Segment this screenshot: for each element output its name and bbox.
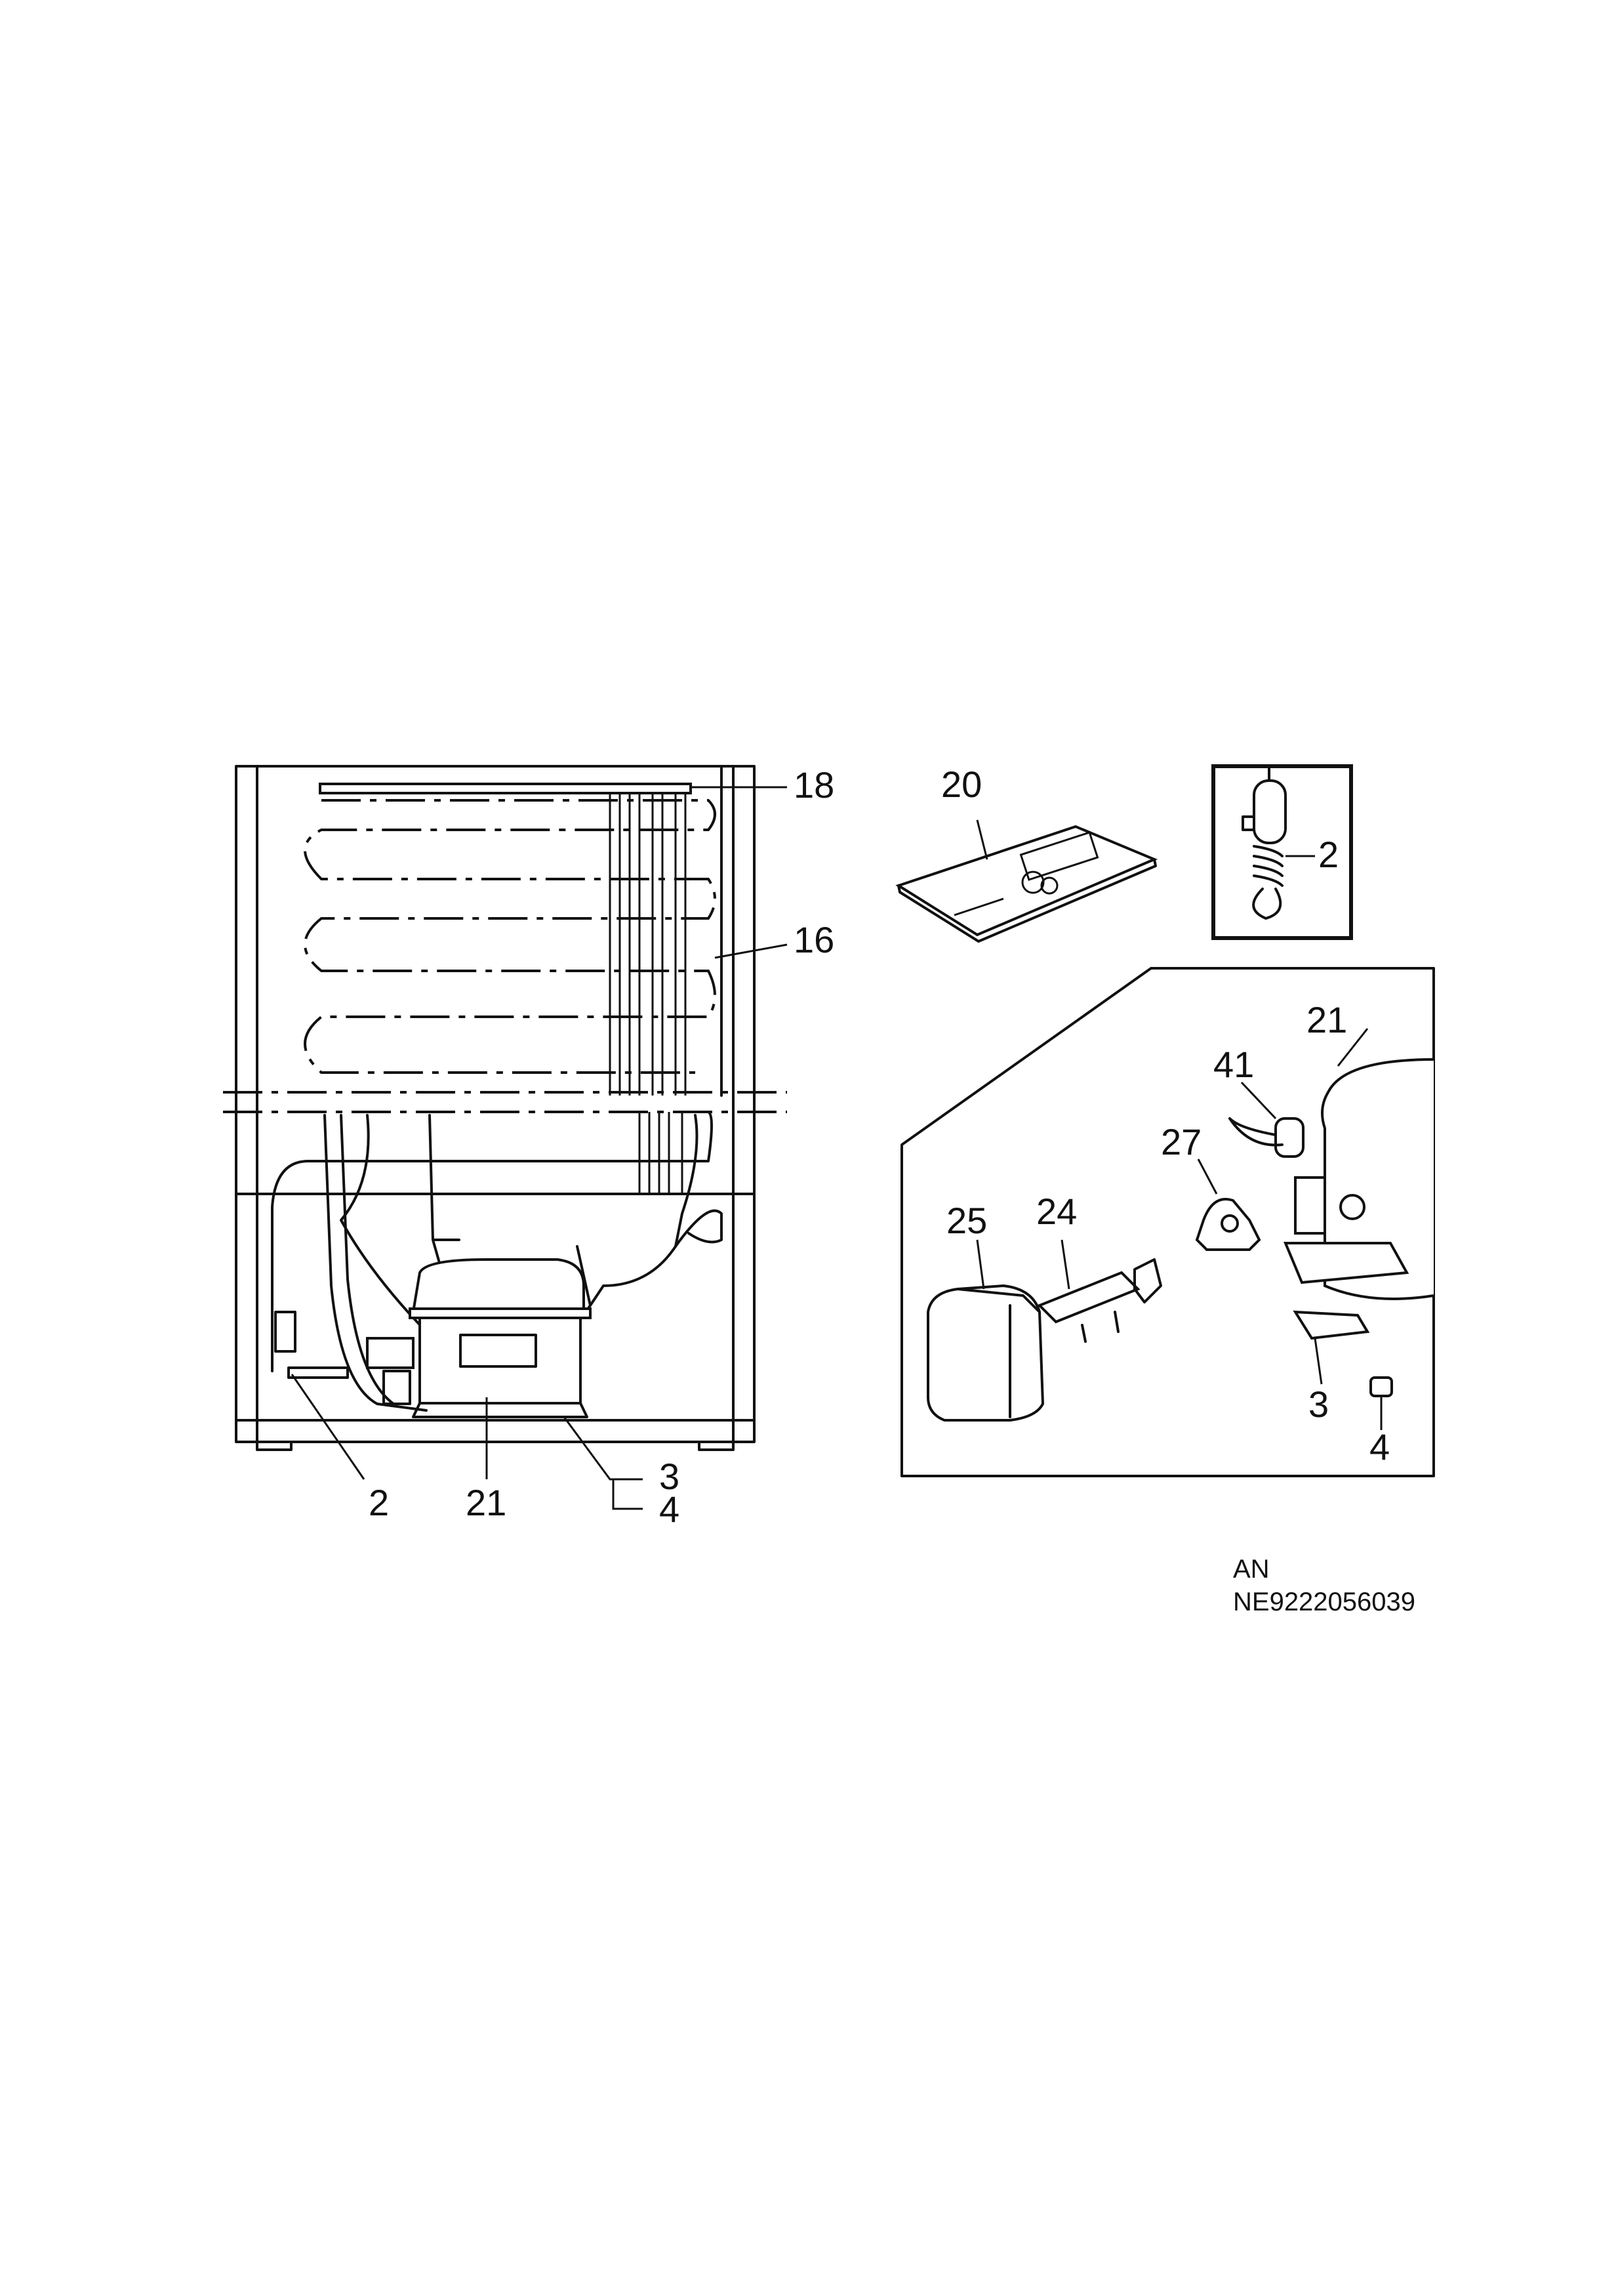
relay-cover — [927, 1239, 1045, 1422]
callout-4-right: 4 — [1369, 1426, 1390, 1467]
compressor-body — [1284, 1028, 1434, 1300]
callout-21-right: 21 — [1306, 999, 1347, 1040]
callout-18: 18 — [794, 764, 834, 806]
appliance-rear-view — [223, 765, 788, 1510]
starter-relay — [1195, 1158, 1261, 1251]
callout-2-left: 2 — [369, 1482, 389, 1523]
overload-protector — [1037, 1239, 1162, 1343]
callout-3-right: 3 — [1308, 1384, 1329, 1425]
compressor-installed — [366, 1258, 592, 1418]
footer-code-line-2: NE9222056039 — [1233, 1588, 1415, 1616]
callout-3-left: 3 — [659, 1456, 679, 1497]
callout-25: 25 — [946, 1200, 987, 1241]
rubber-grommet — [1369, 1376, 1393, 1430]
condenser-tubes — [609, 794, 687, 1194]
compressor-exploded-view — [900, 967, 1435, 1477]
thermostat-sensor-inset — [1211, 764, 1353, 940]
callout-24: 24 — [1036, 1191, 1077, 1232]
callout-16: 16 — [794, 919, 834, 960]
callout-2-inset: 2 — [1318, 834, 1339, 875]
callout-41: 41 — [1213, 1044, 1254, 1085]
callout-21-left: 21 — [466, 1482, 506, 1523]
callout-4-left: 4 — [659, 1488, 679, 1530]
callout-20: 20 — [941, 764, 982, 805]
callout-27: 27 — [1161, 1121, 1202, 1162]
mounting-clip — [1293, 1310, 1370, 1385]
user-manual-illustration — [895, 819, 1158, 943]
capacitor — [1228, 1081, 1305, 1158]
footer-code-line-1: AN — [1233, 1555, 1270, 1584]
